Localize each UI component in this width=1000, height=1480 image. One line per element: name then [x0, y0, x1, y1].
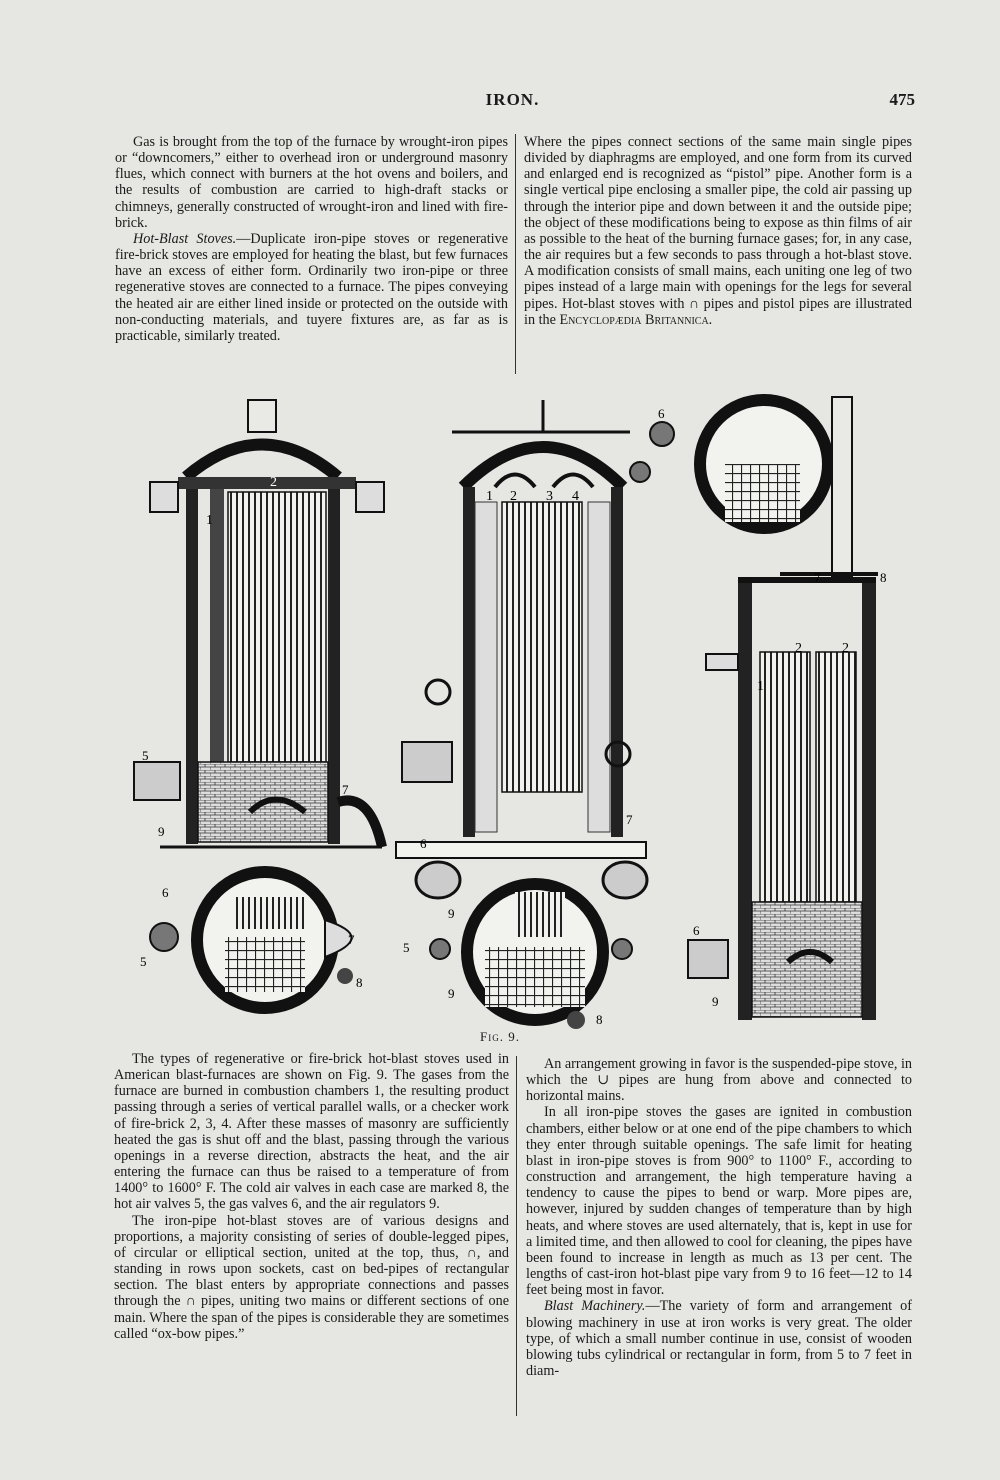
running-head: IRON. 475	[110, 90, 915, 116]
label-plan-mid-9b: 9	[448, 986, 455, 1001]
label-right-1: 1	[757, 679, 764, 694]
left-stove-elevation: 1 2 5 7 9	[133, 399, 387, 849]
label-mid-7: 7	[626, 812, 633, 827]
label-mid-3: 3	[546, 489, 553, 504]
right-stove-plan: 6	[629, 394, 834, 534]
column-bottom-right: An arrangement growing in favor is the s…	[526, 1056, 912, 1379]
figure-hot-blast-stoves: 1 2 5 7 9 6 5 7 8	[120, 392, 920, 1037]
paragraph-pistol-pipe-text: Where the pipes connect sections of the …	[524, 134, 912, 328]
run-in-heading-hot-blast-stoves: Hot-Blast Stoves.	[133, 230, 237, 247]
label-plan-left-7: 7	[348, 932, 355, 947]
label-plan-mid-9a: 9	[448, 906, 455, 921]
label-right-2b: 2	[842, 641, 849, 656]
label-air-regulator-9: 9	[158, 824, 165, 839]
paragraph-hot-blast-stoves: Hot-Blast Stoves.—Duplicate iron-pipe st…	[115, 231, 508, 344]
label-gas-valve-7: 7	[342, 782, 349, 797]
paragraph-ignition-and-limits: In all iron-pipe stoves the gases are ig…	[526, 1104, 912, 1299]
label-hot-air-valve-5: 5	[142, 748, 149, 763]
paragraph-blast-machinery-text: —The variety of form and arrangement of …	[526, 1298, 912, 1379]
column-rule-top	[515, 134, 516, 374]
label-plan-right-6: 6	[658, 406, 665, 421]
label-right-7: 7	[814, 570, 821, 585]
label-mid-4: 4	[572, 489, 579, 504]
label-right-8: 8	[880, 570, 887, 585]
right-stove-elevation: 1 2 2 7 8 6 9	[687, 396, 887, 1020]
label-plan-left-5: 5	[140, 954, 147, 969]
label-mid-6: 6	[420, 836, 427, 851]
label-right-6: 6	[693, 923, 700, 938]
column-top-right: Where the pipes connect sections of the …	[524, 134, 912, 328]
label-plan-mid-8: 8	[596, 1012, 603, 1027]
figure-caption: Fig. 9.	[480, 1029, 520, 1044]
paragraph-blast-machinery: Blast Machinery.—The variety of form and…	[526, 1298, 912, 1379]
label-mid-1: 1	[486, 489, 493, 504]
label-plan-left-8: 8	[356, 975, 363, 990]
middle-stove-elevation: 1 2 3 4 6 7	[395, 400, 649, 900]
label-plan-left-6: 6	[162, 885, 169, 900]
paragraph-hot-blast-stoves-text: —Duplicate iron-pipe stoves or regenerat…	[115, 230, 509, 344]
label-right-9: 9	[712, 994, 719, 1009]
stoves-engraving: 1 2 5 7 9 6 5 7 8	[133, 394, 887, 1029]
run-in-heading-blast-machinery: Blast Machinery.	[544, 1298, 646, 1315]
paragraph-regenerative-stoves: The types of regenerative or fire-brick …	[114, 1051, 509, 1213]
paragraph-suspended-pipe-stove: An arrangement growing in favor is the s…	[526, 1056, 912, 1105]
middle-stove-plan: 9 5 9 8	[403, 878, 633, 1029]
paragraph-pistol-pipe: Where the pipes connect sections of the …	[524, 134, 912, 328]
left-stove-plan: 6 5 7 8	[140, 866, 363, 1014]
label-checkerwork-2: 2	[270, 475, 277, 490]
column-top-left: Gas is brought from the top of the furna…	[115, 134, 508, 344]
page-number: 475	[889, 90, 916, 109]
running-title: IRON.	[485, 90, 540, 109]
column-bottom-left: The types of regenerative or fire-brick …	[114, 1051, 509, 1342]
label-combustion-chamber-1: 1	[206, 513, 213, 528]
label-plan-mid-5: 5	[403, 940, 410, 955]
label-right-2a: 2	[795, 641, 802, 656]
label-mid-2: 2	[510, 489, 517, 504]
paragraph-iron-pipe-stoves: The iron-pipe hot-blast stoves are of va…	[114, 1212, 509, 1342]
source-reference: Encyclopædia Britannica.	[559, 311, 713, 328]
column-rule-bottom	[516, 1056, 517, 1416]
paragraph-gas-downcomers: Gas is brought from the top of the furna…	[115, 134, 508, 231]
